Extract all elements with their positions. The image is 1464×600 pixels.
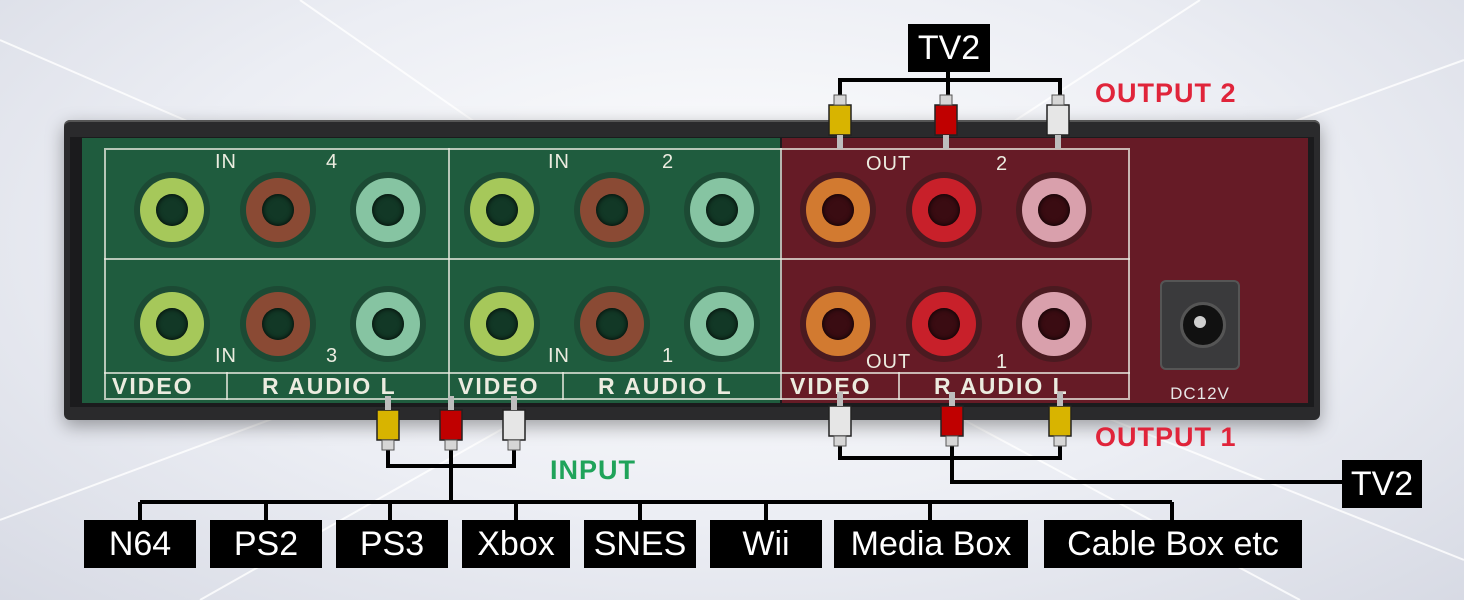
source-tag: Cable Box etc bbox=[1044, 520, 1302, 568]
rca-plug-up bbox=[376, 396, 400, 451]
rca-jack bbox=[906, 172, 982, 248]
output-2-label: OUTPUT 2 bbox=[1095, 78, 1237, 108]
divider-line bbox=[562, 372, 564, 400]
in-label: IN bbox=[548, 345, 570, 367]
group-number: 2 bbox=[662, 151, 675, 173]
rca-plug-up bbox=[439, 396, 463, 451]
dc-label: DC12V bbox=[1170, 384, 1230, 403]
divider-line bbox=[780, 148, 782, 400]
group-number: 3 bbox=[326, 345, 339, 367]
source-tag: SNES bbox=[584, 520, 696, 568]
group-number: 1 bbox=[996, 351, 1009, 373]
group-number: 4 bbox=[326, 151, 339, 173]
audio-label: R AUDIO L bbox=[598, 373, 733, 399]
out-label: OUT bbox=[866, 153, 912, 175]
rca-plug-down bbox=[1046, 94, 1070, 149]
rca-jack bbox=[134, 172, 210, 248]
rca-jack bbox=[350, 286, 426, 362]
rca-plug-down bbox=[828, 94, 852, 149]
rca-jack bbox=[800, 286, 876, 362]
divider-line bbox=[226, 372, 228, 400]
in-label: IN bbox=[215, 345, 237, 367]
rca-jack bbox=[574, 172, 650, 248]
rca-jack bbox=[464, 286, 540, 362]
in-label: IN bbox=[215, 151, 237, 173]
rca-jack bbox=[350, 172, 426, 248]
divider-line bbox=[448, 148, 450, 400]
dc-power-jack bbox=[1160, 280, 1240, 370]
rca-jack bbox=[240, 172, 316, 248]
rca-jack bbox=[1016, 172, 1092, 248]
rca-jack bbox=[464, 172, 540, 248]
rca-jack bbox=[134, 286, 210, 362]
divider-line bbox=[898, 372, 900, 400]
source-tag: PS2 bbox=[210, 520, 322, 568]
panel-outline bbox=[104, 148, 1130, 400]
rca-jack bbox=[906, 286, 982, 362]
source-tag: Media Box bbox=[834, 520, 1028, 568]
rca-plug-down bbox=[934, 94, 958, 149]
video-label: VIDEO bbox=[112, 373, 194, 399]
rca-plug-up bbox=[1048, 392, 1072, 447]
output-1-label: OUTPUT 1 bbox=[1095, 422, 1237, 452]
source-tag: Wii bbox=[710, 520, 822, 568]
rca-plug-up bbox=[940, 392, 964, 447]
in-label: IN bbox=[548, 151, 570, 173]
video-label: VIDEO bbox=[458, 373, 540, 399]
source-tag: Xbox bbox=[462, 520, 570, 568]
group-number: 1 bbox=[662, 345, 675, 367]
rca-plug-up bbox=[828, 392, 852, 447]
divider-line bbox=[104, 372, 1130, 374]
input-label: INPUT bbox=[550, 455, 636, 485]
source-tag: N64 bbox=[84, 520, 196, 568]
rca-plug-up bbox=[502, 396, 526, 451]
divider-line bbox=[104, 258, 1130, 260]
rca-jack bbox=[684, 172, 760, 248]
video-label: VIDEO bbox=[790, 373, 872, 399]
rca-jack bbox=[684, 286, 760, 362]
rca-jack bbox=[1016, 286, 1092, 362]
source-tag: PS3 bbox=[336, 520, 448, 568]
rca-jack bbox=[800, 172, 876, 248]
audio-label: R AUDIO L bbox=[262, 373, 397, 399]
rca-jack bbox=[574, 286, 650, 362]
rca-jack bbox=[240, 286, 316, 362]
group-number: 2 bbox=[996, 153, 1009, 175]
out-label: OUT bbox=[866, 351, 912, 373]
audio-label: R AUDIO L bbox=[934, 373, 1069, 399]
tv2-top-tag: TV2 bbox=[908, 24, 990, 72]
tv2-right-tag: TV2 bbox=[1342, 460, 1422, 508]
